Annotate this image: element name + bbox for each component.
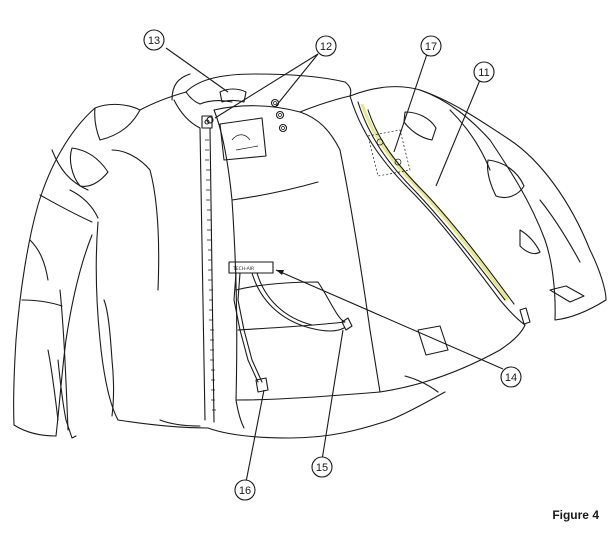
leader-lines: [165, 47, 504, 483]
jacket-outline: TECH-AIR: [13, 73, 607, 439]
svg-text:17: 17: [425, 41, 437, 53]
callout-14: 14: [500, 366, 522, 388]
svg-text:13: 13: [148, 35, 160, 47]
callout-11: 11: [473, 61, 495, 83]
callout-16: 16: [234, 479, 256, 501]
svg-text:16: 16: [239, 485, 251, 497]
callout-13: 13: [143, 29, 165, 51]
svg-text:12: 12: [320, 41, 332, 53]
callout-15: 15: [311, 456, 333, 478]
svg-text:15: 15: [316, 462, 328, 474]
callout-12: 12: [315, 35, 337, 57]
svg-text:14: 14: [505, 372, 517, 384]
svg-text:11: 11: [478, 67, 489, 79]
connector-label: TECH-AIR: [232, 266, 254, 272]
callout-17: 17: [420, 35, 442, 57]
figure-caption: Figure 4: [552, 508, 599, 522]
